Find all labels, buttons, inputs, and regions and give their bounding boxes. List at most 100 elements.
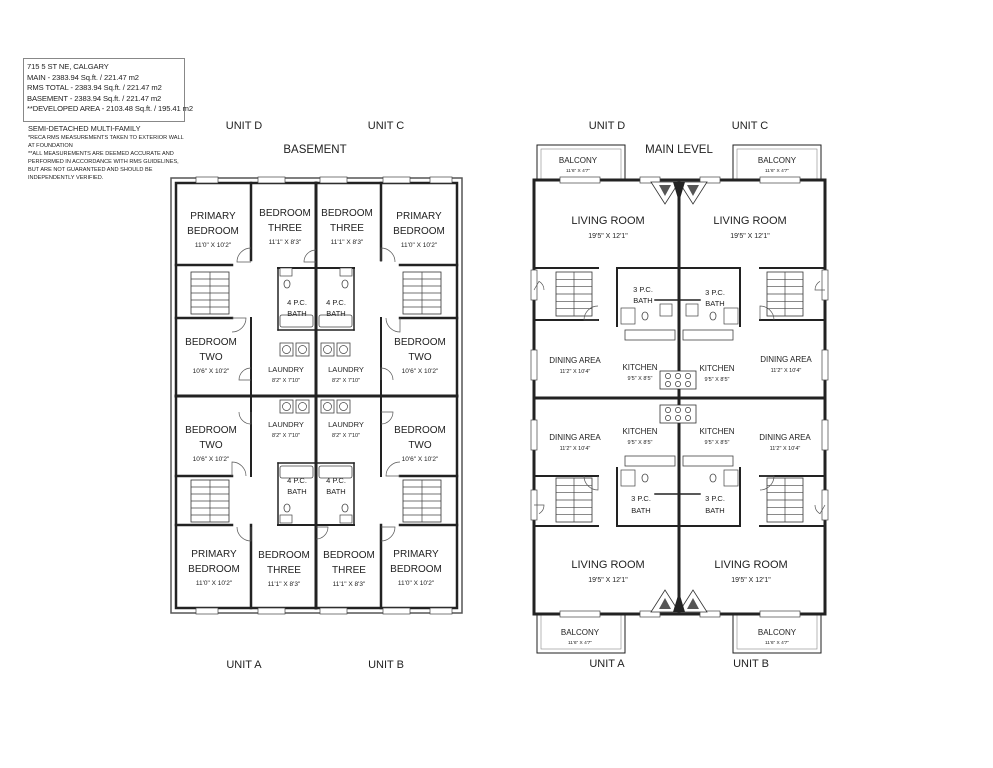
basement-bath-d-2: BATH — [287, 309, 306, 318]
main-dining-d-dim: 11'2" X 10'4" — [560, 369, 591, 375]
door-swing — [380, 367, 394, 381]
basement-bedroom-two-b-dim: 10'6" X 10'2" — [402, 456, 439, 463]
basement-bedroom-two-c-dim: 10'6" X 10'2" — [402, 368, 439, 375]
shower-icon — [620, 307, 636, 325]
basement-bedroom-three-c-dim: 11'1" X 8'3" — [331, 239, 364, 246]
kitchen-counter — [682, 455, 734, 467]
stairs-icon — [190, 479, 230, 523]
washer-drum — [323, 345, 332, 354]
main-living-room-a: LIVING ROOM — [571, 559, 644, 571]
main-bath-c-2: BATH — [705, 299, 724, 308]
rms-total-line: RMS TOTAL - 2383.94 Sq.ft. / 221.47 m2 — [27, 83, 162, 93]
door-swing — [231, 317, 247, 333]
basement-unit-d-label: UNIT D — [226, 120, 263, 132]
door-swing — [385, 317, 401, 333]
stairs-icon — [766, 477, 804, 523]
door-swing — [238, 367, 252, 381]
burner-icon — [675, 415, 681, 421]
main-balcony-c-dim: 11'6" X 4'7" — [765, 168, 789, 174]
washer-box — [295, 399, 310, 414]
main-balcony-a: BALCONY — [561, 628, 600, 637]
toilet-icon — [283, 503, 291, 513]
washer-icon — [320, 342, 335, 357]
window-icon — [559, 610, 601, 618]
note-line: BUT ARE NOT GUARANTEED AND SHOULD BE — [28, 167, 153, 174]
main-living-room-a-dim: 19'5" X 12'1" — [588, 577, 628, 584]
basement-laundry-b-dim: 8'2" X 7'10" — [332, 433, 360, 439]
basement-primary-bedroom-d-label-1: PRIMARY — [190, 211, 236, 222]
toilet-icon — [283, 279, 291, 289]
door-swing — [814, 504, 826, 515]
window-icon — [639, 610, 661, 618]
basement-primary-bedroom-c-label-1: PRIMARY — [396, 211, 442, 222]
shower-icon — [620, 469, 636, 487]
basement-bedroom-three-d-label-2: THREE — [268, 223, 302, 234]
stove-box — [659, 370, 697, 390]
stairs-icon — [190, 271, 230, 315]
main-kitchen-d: KITCHEN — [622, 363, 657, 372]
main-bath-a-2: BATH — [631, 506, 650, 515]
kitchen-counter — [682, 329, 734, 341]
washer-box — [320, 399, 335, 414]
basement-unit-b-label: UNIT B — [368, 659, 404, 671]
basement-bath-b-1: 4 P.C. — [326, 476, 346, 485]
main-living-room-d-dim: 19'5" X 12'1" — [588, 233, 628, 240]
basement-bedroom-three-b-dim: 11'1" X 8'3" — [333, 581, 366, 588]
basement-title: BASEMENT — [283, 144, 346, 156]
basement-primary-bedroom-a-dim: 11'0" X 10'2" — [196, 580, 233, 587]
main-living-room-c: LIVING ROOM — [713, 215, 786, 227]
burner-icon — [685, 373, 691, 379]
note-line: **ALL MEASUREMENTS ARE DEEMED ACCURATE A… — [28, 151, 174, 158]
window-icon — [530, 419, 538, 451]
main-kitchen-d-dim: 9'5" X 8'5" — [628, 376, 653, 382]
door-swing — [583, 475, 599, 491]
window-icon — [759, 610, 801, 618]
burner-icon — [675, 381, 681, 387]
basement-bedroom-two-d-dim: 10'6" X 10'2" — [193, 368, 230, 375]
sink-icon — [685, 303, 699, 317]
window-icon — [429, 176, 453, 184]
door-swing — [315, 526, 329, 540]
note-line: AT FOUNDATION — [28, 143, 73, 150]
washer-box — [279, 342, 294, 357]
window-icon — [319, 176, 348, 184]
main-balcony-c: BALCONY — [758, 156, 797, 165]
note-line: INDEPENDENTLY VERIFIED. — [28, 175, 104, 182]
washer-box — [336, 342, 351, 357]
window-icon — [257, 176, 286, 184]
door-swing — [238, 411, 252, 425]
main-kitchen-a: KITCHEN — [622, 427, 657, 436]
window-icon — [195, 607, 219, 615]
basement-bedroom-two-d-label-1: BEDROOM — [185, 337, 237, 348]
bathtub-icon — [279, 465, 314, 479]
toilet-icon — [641, 311, 649, 321]
basement-bath-a-2: BATH — [287, 487, 306, 496]
basement-bedroom-three-c-label-1: BEDROOM — [321, 208, 373, 219]
basement-laundry-a: LAUNDRY — [268, 420, 304, 429]
main-unit-b-label: UNIT B — [733, 658, 769, 670]
developed-area-line: **DEVELOPED AREA - 2103.48 Sq.ft. / 195.… — [27, 104, 194, 114]
basement-primary-bedroom-b-label-2: BEDROOM — [390, 564, 442, 575]
kitchen-counter — [624, 455, 676, 467]
main-balcony-b: BALCONY — [758, 628, 797, 637]
window-icon — [821, 349, 829, 381]
basement-bedroom-three-b-label-1: BEDROOM — [323, 550, 375, 561]
washer-box — [295, 342, 310, 357]
fireplace-fire — [659, 185, 671, 196]
door-swing — [814, 281, 825, 291]
window-icon — [319, 607, 348, 615]
property-type: SEMI-DETACHED MULTI-FAMILY — [28, 124, 141, 133]
burner-icon — [665, 415, 671, 421]
window-icon — [530, 269, 538, 301]
toilet-icon — [709, 311, 717, 321]
stairs-icon — [555, 271, 593, 317]
sink-icon — [339, 514, 353, 524]
washer-drum — [339, 345, 348, 354]
main-balcony-b-dim: 11'6" X 4'7" — [765, 640, 789, 646]
washer-box — [336, 399, 351, 414]
main-level-title: MAIN LEVEL — [645, 144, 713, 156]
door-swing — [583, 305, 599, 321]
door-swing — [236, 526, 252, 542]
washer-drum — [298, 402, 307, 411]
window-icon — [759, 176, 801, 184]
